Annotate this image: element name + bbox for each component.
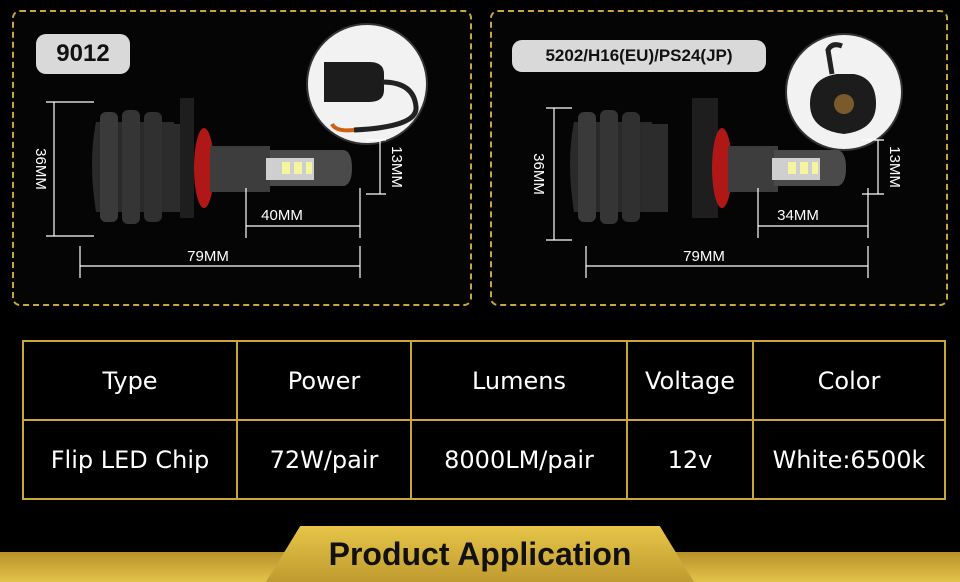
dimension-lines (46, 101, 386, 278)
model-badge: 9012 (36, 34, 130, 74)
value-lumens: 8000LM/pair (410, 419, 628, 500)
spec-value-row: Flip LED Chip 72W/pair 8000LM/pair 12v W… (22, 419, 946, 500)
bulb-image (92, 98, 352, 224)
dim-neck: 40MM (261, 207, 303, 224)
header-voltage: Voltage (626, 340, 754, 421)
product-panel-9012: 9012 (12, 10, 472, 306)
header-lumens: Lumens (410, 340, 628, 421)
dim-diameter: 13MM (388, 146, 405, 188)
dim-total: 79MM (187, 248, 229, 265)
dim-total: 79MM (683, 248, 725, 265)
value-voltage: 12v (626, 419, 754, 500)
spec-table: Type Power Lumens Voltage Color Flip LED… (22, 340, 946, 500)
dimension-lines (546, 107, 884, 278)
bulb-diagram: 36MM 13MM 40MM 79MM (32, 23, 428, 278)
bulb-diagram: 36MM 13MM 34MM 79MM (530, 33, 903, 278)
dim-height: 36MM (32, 148, 49, 190)
product-panel-5202: 5202/H16(EU)/PS24(JP) (490, 10, 948, 306)
connector-inset (785, 33, 903, 151)
value-type: Flip LED Chip (22, 419, 238, 500)
value-power: 72W/pair (236, 419, 412, 500)
banner-tab (266, 526, 694, 582)
header-color: Color (752, 340, 946, 421)
dim-diameter: 13MM (886, 146, 903, 188)
dim-neck: 34MM (777, 207, 819, 224)
connector-inset (306, 23, 428, 145)
header-type: Type (22, 340, 238, 421)
value-color: White:6500k (752, 419, 946, 500)
header-power: Power (236, 340, 412, 421)
dim-height: 36MM (530, 153, 547, 195)
spec-header-row: Type Power Lumens Voltage Color (22, 340, 946, 421)
bulb-image (570, 98, 846, 224)
model-badge: 5202/H16(EU)/PS24(JP) (512, 40, 766, 72)
section-title: Product Application (328, 536, 632, 572)
